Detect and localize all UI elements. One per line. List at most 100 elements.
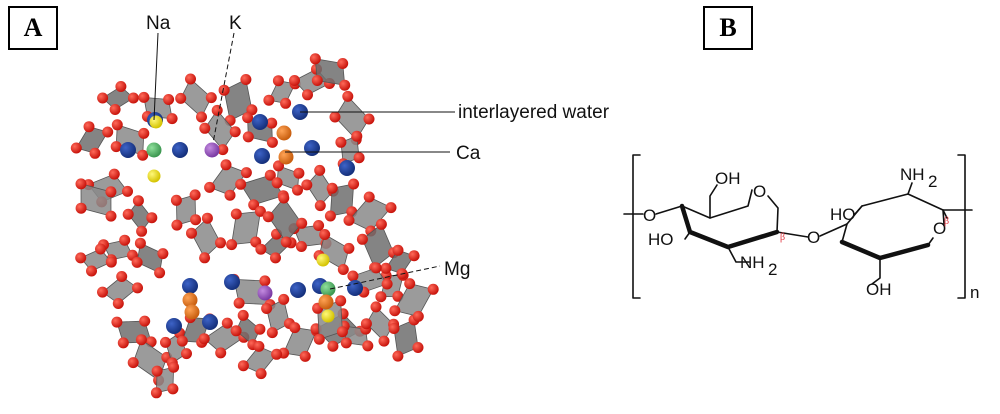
oxygen-atom [353,152,365,164]
oxygen-atom [313,333,325,345]
oxygen-atom [134,237,146,249]
nh2-top: NH [900,165,925,184]
oxygen-atom [89,147,101,159]
oxygen-atom [289,75,300,86]
label-mg: Mg [444,259,470,280]
oxygen-atom [190,214,202,226]
oxygen-atom [335,136,347,148]
oxygen-atom [70,142,82,154]
oxygen-atom [337,58,349,69]
oxygen-atom [226,239,238,251]
oxygen-atom [342,90,354,102]
oxygen-atom [176,335,188,347]
oxygen-atom [343,242,355,254]
oxygen-atom [199,252,211,264]
oxygen-atom [253,340,265,352]
oxygen-atom [230,208,242,220]
oxygen-atom [271,177,283,189]
oxygen-atom [189,189,201,201]
oxygen-atom [329,111,341,123]
label-ca: Ca [456,143,481,164]
oxygen-atom [319,229,331,240]
mg-leader-line [329,265,441,290]
oxygen-atom [348,178,360,190]
oxygen-atom [237,309,249,321]
ca-atom [278,149,294,165]
water-atom [182,278,198,294]
oxygen-atom [270,252,281,264]
oxygen-atom [292,184,303,196]
oxygen-atom [278,293,290,305]
oxygen-atom [254,323,266,335]
na-atom [147,169,161,183]
right-bracket [957,154,966,299]
oxygen-atom [215,347,227,359]
oxygen-atom [110,141,122,153]
oxygen-atom [392,290,404,302]
panel-label-a: A [8,6,58,50]
oxygen-atom [201,212,213,224]
oxygen-atom [324,210,336,222]
oxygen-atom [163,94,175,105]
oxygen-atom [170,194,182,206]
oxygen-atom [86,265,97,277]
oxygen-atom [339,79,351,91]
oxygen-atom [340,337,352,349]
water-atom [254,148,270,164]
oxygen-atom [370,301,382,313]
oxygen-atom [327,340,339,352]
na-leader-line [153,32,159,121]
oxygen-atom [240,74,252,85]
oxygen-atom [166,113,178,125]
oxygen-atom [111,316,123,328]
oxygen-atom [196,111,207,123]
water-atom [252,114,268,130]
oxygen-atom [326,182,338,194]
left-ring-front [679,203,780,250]
oxygen-atom [186,227,197,239]
oxygen-atom [135,334,147,346]
oxygen-atom [280,97,292,109]
zeolite-cations [120,104,363,334]
o-bridge: O [807,228,820,247]
ca-atom [184,304,200,320]
oxygen-atom [299,350,311,362]
left-ring-top [681,189,753,219]
oxygen-atom [335,295,347,307]
oxygen-atom [175,92,187,104]
oxygen-atom [111,119,123,131]
na-atom [149,115,163,129]
oxygen-atom [224,189,236,201]
oxygen-atom [293,167,305,179]
nh2-top-sub: 2 [928,172,937,191]
leader-lines [153,32,455,290]
k-atom [204,142,220,158]
oxygen-atom [380,262,392,274]
water-atom [202,314,218,330]
na-atom [321,309,335,323]
oxygen-atom [220,159,232,171]
oxygen-atom [215,237,226,249]
chitosan-structure [623,154,973,299]
oxygen-atom [146,212,158,224]
oxygen-atom [97,92,109,104]
right-ring-top [846,193,948,225]
oxygen-atom [83,121,95,133]
oxygen-atom [351,130,363,142]
oxygen-atom [198,333,210,345]
oxygen-atom [138,91,150,103]
oxygen-atom [378,335,390,347]
k-leader-line [212,32,235,144]
ho-left: HO [648,230,674,249]
oxygen-atom [375,291,387,303]
oxygen-atom [229,126,241,138]
oxygen-atom [95,243,106,255]
oxygen-atom [108,168,120,180]
oxygen-atom [240,167,252,179]
oxygen-atom [392,350,404,362]
repeat-n: n [970,283,979,302]
label-k: K [229,13,242,34]
oxygen-atom [137,149,149,161]
oxygen-atom [263,94,275,106]
